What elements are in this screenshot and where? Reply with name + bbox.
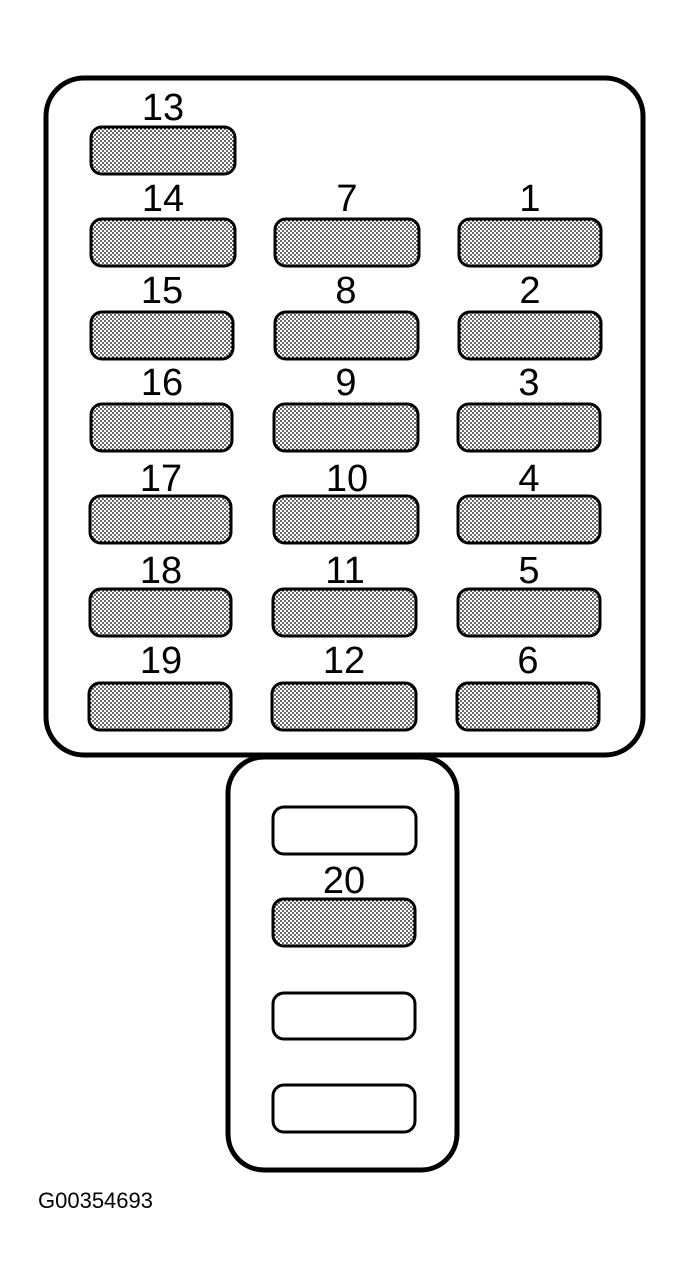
fuse-label: 15 (141, 270, 183, 312)
fuse-label: 13 (142, 87, 184, 129)
fuse-slot[interactable] (89, 217, 237, 268)
fuse-slot[interactable] (457, 310, 603, 361)
fuse-label: 19 (140, 640, 182, 682)
fuse-slot[interactable] (456, 587, 602, 638)
figure-code: G00354693 (38, 1188, 153, 1213)
fuse-label: 4 (518, 458, 539, 500)
fuse-label: 2 (519, 270, 540, 312)
fuse-slot[interactable] (456, 494, 602, 545)
fuse-slot[interactable] (273, 310, 420, 361)
fuse-slot[interactable] (271, 897, 417, 948)
fuse-slot[interactable] (455, 681, 601, 732)
fuse-label: 8 (335, 270, 356, 312)
fuse-slot[interactable] (457, 217, 603, 268)
fuse-slot[interactable] (89, 402, 234, 453)
fuse-label: 17 (140, 458, 182, 500)
fuse-slot[interactable] (272, 402, 420, 453)
fuse-slot[interactable] (272, 494, 420, 545)
empty-fuse-slot[interactable] (271, 805, 418, 856)
fuse-slot[interactable] (88, 587, 233, 638)
fuse-label: 12 (323, 640, 365, 682)
fuse-label: 20 (323, 860, 365, 902)
fuse-label: 1 (519, 178, 540, 220)
fuse-label: 6 (517, 640, 538, 682)
fuse-slot[interactable] (270, 681, 418, 732)
fuse-slot[interactable] (89, 310, 235, 361)
fuse-slot[interactable] (273, 217, 421, 268)
fuse-slot[interactable] (88, 494, 233, 545)
main-fuse-group: 13 14 7 1 15 8 2 16 9 3 17 10 4 18 11 (87, 87, 603, 732)
fuse-label: 9 (335, 362, 356, 404)
fuse-slot[interactable] (271, 587, 418, 638)
fuse-label: 11 (325, 550, 364, 592)
fuse-slot[interactable] (89, 125, 237, 176)
fuse-label: 18 (140, 550, 182, 592)
fuse-label: 3 (518, 362, 539, 404)
empty-fuse-slot[interactable] (271, 991, 417, 1041)
fuse-slot[interactable] (87, 681, 233, 732)
fuse-label: 7 (336, 178, 357, 220)
sub-fuse-group: 20 (271, 805, 418, 1134)
fuse-label: 14 (142, 178, 184, 220)
fuse-slot[interactable] (456, 402, 602, 453)
fuse-label: 5 (518, 550, 539, 592)
fuse-label: 16 (141, 362, 183, 404)
empty-fuse-slot[interactable] (271, 1083, 417, 1134)
fuse-label: 10 (326, 458, 368, 500)
